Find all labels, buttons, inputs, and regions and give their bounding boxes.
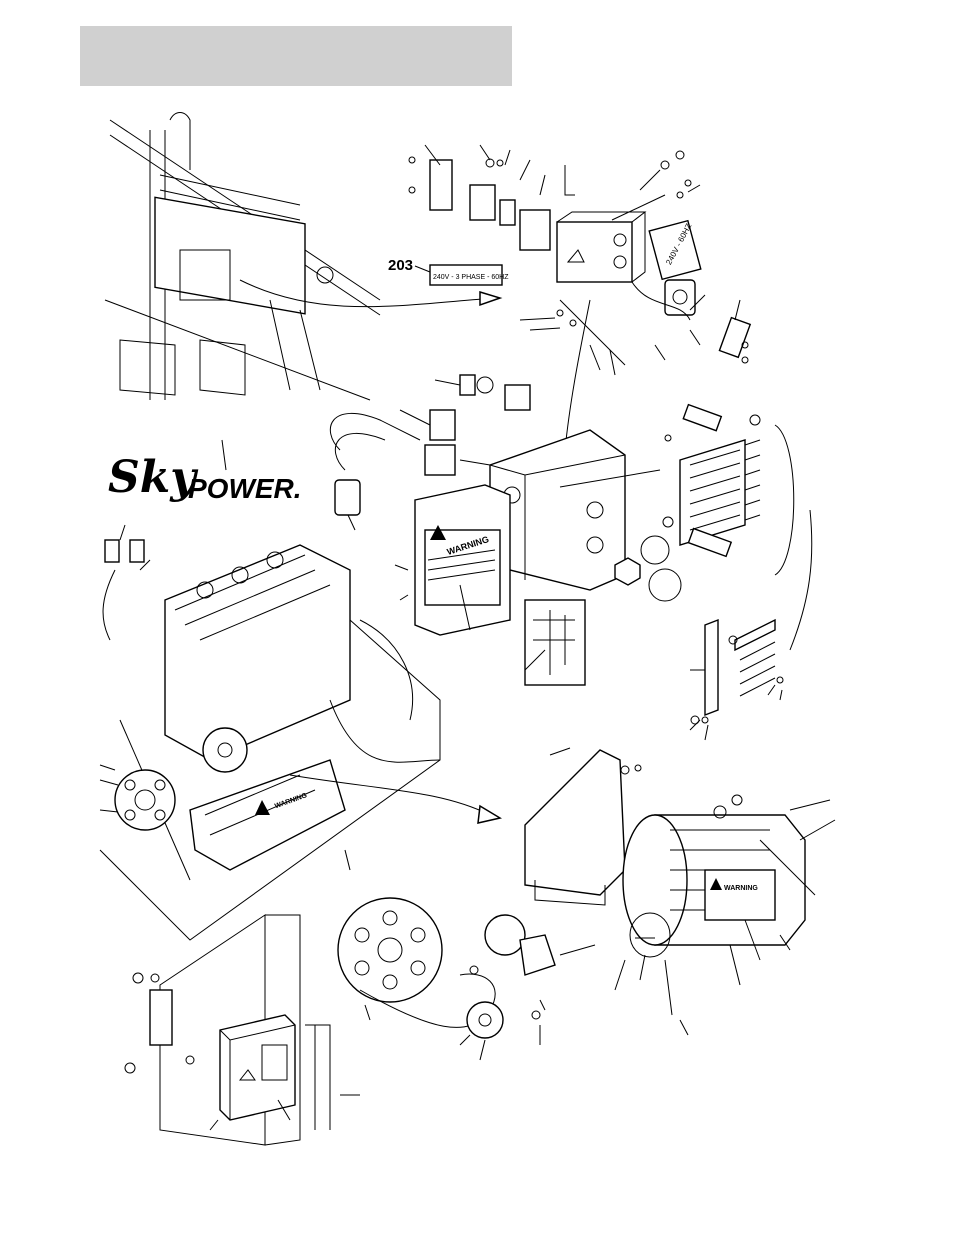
- junction-box-mounted: [125, 915, 360, 1145]
- generator-warning-decal: [705, 870, 775, 920]
- warning-junction-text: WARNING: [724, 885, 758, 892]
- wiring-diagram-sheet: [525, 600, 585, 685]
- terminal-strip: [663, 405, 794, 575]
- skypower-logo: Sky POWER.: [108, 440, 302, 504]
- voltage-label-text: 240V - 3 PHASE - 60HZ: [433, 274, 509, 281]
- logo-sky-text: Sky: [108, 452, 199, 503]
- pulley-belt-assembly: [338, 898, 555, 1038]
- terminal-box-exploded: WARNING: [330, 375, 681, 685]
- logo-power-text: POWER.: [188, 473, 302, 504]
- generator-exploded: WARNING: [525, 750, 835, 957]
- callout-203: 203: [388, 257, 413, 274]
- platform-assembly: [105, 113, 500, 401]
